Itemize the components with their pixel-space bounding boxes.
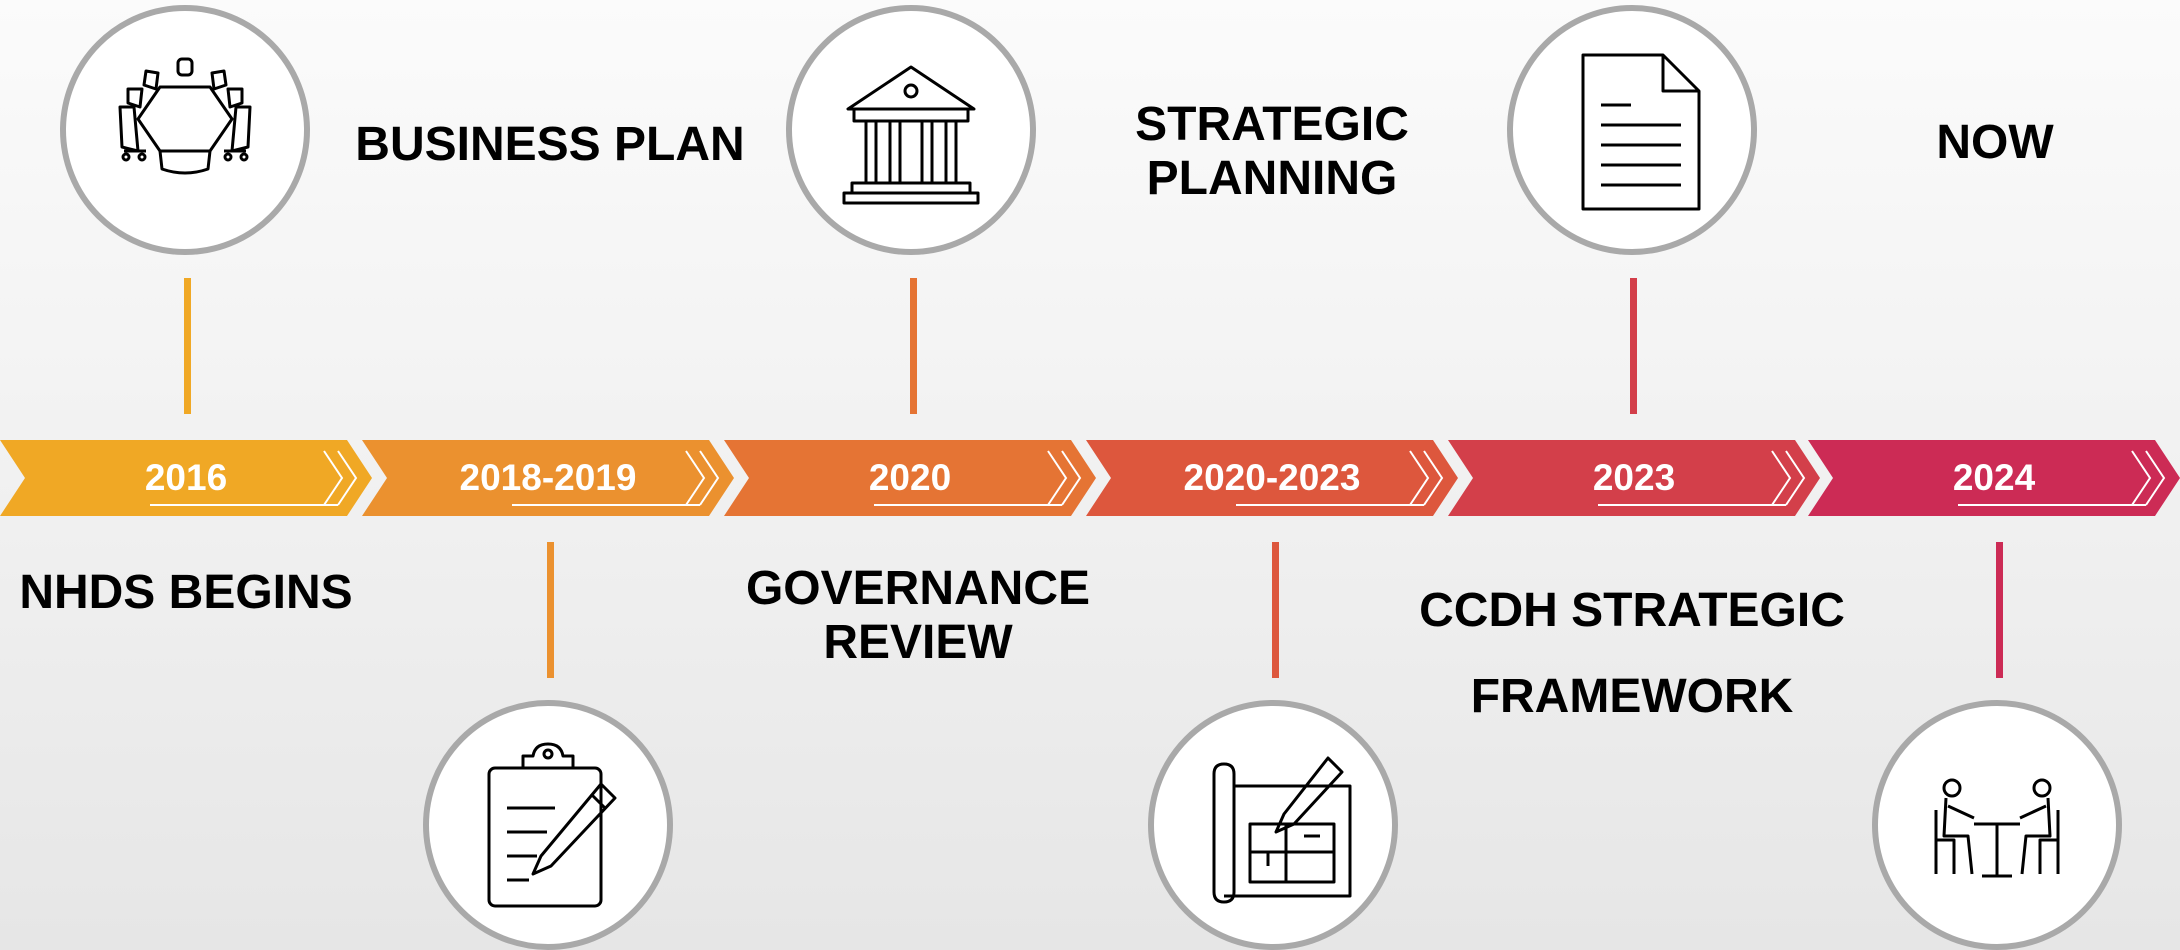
year-label: 2023: [1592, 457, 1676, 498]
timeline-step-2024: 2024: [1808, 440, 2180, 516]
year-label: 2016: [144, 457, 228, 498]
timeline-step-2023: 2023: [1448, 440, 1820, 516]
timeline-step-2020: 2020: [724, 440, 1096, 516]
year-label: 2018-2019: [459, 457, 637, 498]
milestone-label-line: PLANNING: [1146, 152, 1398, 205]
milestone-label-line: REVIEW: [823, 616, 1013, 669]
timeline-step-2020-2023: 2020-2023: [1086, 440, 1458, 516]
blueprint-pencil-icon: [1212, 756, 1352, 904]
meeting-people-icon: [1934, 778, 2060, 878]
milestone-label-line: FRAMEWORK: [1470, 670, 1794, 723]
clipboard-pencil-icon: [487, 742, 617, 908]
milestone-label-line: STRATEGIC: [1135, 98, 1409, 151]
connector-line: [1630, 278, 1637, 414]
connector-line: [547, 542, 554, 678]
connector-line: [184, 278, 191, 414]
icon-circle: [60, 5, 310, 255]
timeline-step-2018-2019: 2018-2019: [362, 440, 734, 516]
year-label: 2020-2023: [1183, 457, 1361, 498]
year-label: 2020: [868, 457, 952, 498]
document-icon: [1581, 53, 1701, 211]
icon-circle: [786, 5, 1036, 255]
timeline-step-2016: 2016: [0, 440, 372, 516]
milestone-label: NHDS BEGINS: [19, 566, 353, 619]
conference-table-icon: [118, 57, 252, 175]
connector-line: [1272, 542, 1279, 678]
milestone-label: STRATEGIC PLANNING: [1060, 98, 1484, 206]
icon-circle: [423, 700, 673, 950]
icon-circle: [1507, 5, 1757, 255]
milestone-label-line: CCDH STRATEGIC: [1419, 584, 1845, 637]
milestone-label: CCDH STRATEGIC FRAMEWORK: [1400, 568, 1864, 740]
year-label: 2024: [1952, 457, 2036, 498]
government-building-icon: [842, 65, 980, 205]
milestone-label: GOVERNANCE REVIEW: [700, 562, 1136, 670]
icon-circle: [1148, 700, 1398, 950]
icon-circle: [1872, 700, 2122, 950]
milestone-label-line: GOVERNANCE: [745, 562, 1091, 615]
connector-line: [1996, 542, 2003, 678]
milestone-label: BUSINESS PLAN: [355, 118, 745, 171]
connector-line: [910, 278, 917, 414]
milestone-label: NOW: [1936, 116, 2054, 169]
